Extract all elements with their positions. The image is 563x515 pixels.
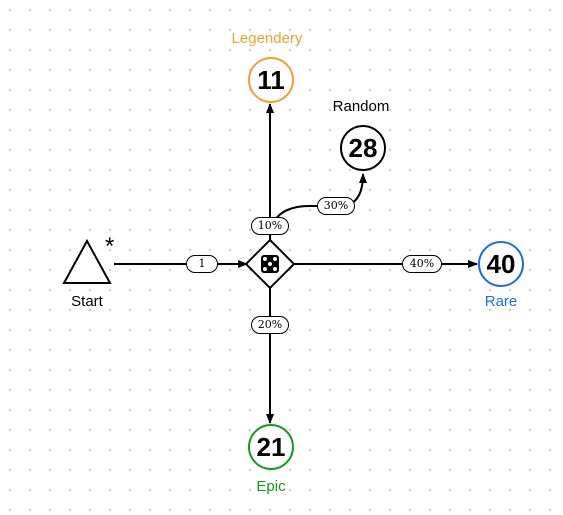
- epic-label: Epic: [256, 478, 286, 495]
- random-label: Random: [332, 98, 390, 115]
- edge-label-dice-to-random: 30%: [317, 197, 355, 215]
- start-label: Start: [71, 293, 103, 310]
- rare-label: Rare: [484, 293, 518, 310]
- random-node[interactable]: 28: [340, 125, 386, 171]
- edge-label-start-to-dice: 1: [186, 255, 218, 273]
- epic-node[interactable]: 21: [248, 424, 294, 470]
- legendary-label: Legendery: [231, 30, 303, 47]
- edge-label-dice-to-rare: 40%: [402, 255, 442, 273]
- dice-icon: [244, 238, 296, 290]
- edge-label-dice-to-epic: 20%: [251, 316, 289, 334]
- start-marker: *: [105, 233, 115, 260]
- rare-node[interactable]: 40: [478, 241, 524, 287]
- legendary-node[interactable]: 11: [248, 57, 294, 103]
- edge-label-dice-to-legendary: 10%: [251, 217, 289, 235]
- triangle-icon: [62, 238, 112, 284]
